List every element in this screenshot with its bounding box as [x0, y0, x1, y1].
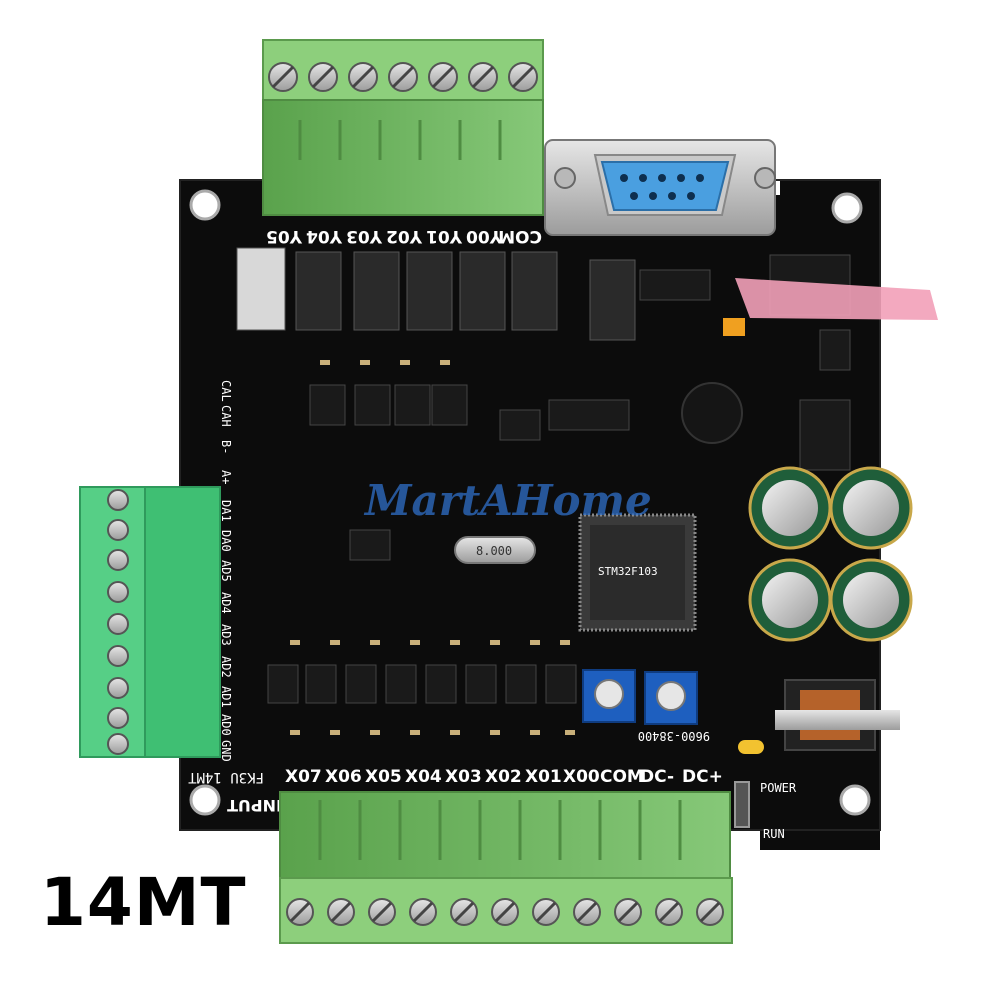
- input-terminal-block: [279, 791, 733, 944]
- trimpots: [582, 669, 698, 725]
- baud-label: 9600-38400: [638, 729, 710, 743]
- db9-serial-connector: [544, 139, 776, 236]
- input-label-dc-plus: DC+: [682, 767, 723, 787]
- analog-label-ad0: AD0: [219, 714, 233, 736]
- analog-label-ad5: AD5: [219, 560, 233, 582]
- analog-terminal-labels: CAL CAH B- A+ DA1 DA0 AD5 AD4 AD3 AD2 AD…: [219, 380, 233, 762]
- ic-chips: [267, 254, 851, 735]
- output-transistors: [236, 247, 636, 341]
- input-label-x00: X00: [563, 767, 600, 787]
- input-label-x02: X02: [485, 767, 522, 787]
- mcu-chip: STM32F103: [578, 513, 697, 632]
- model-label: FK3U 14MT: [188, 769, 264, 785]
- output-label-y05: Y05: [266, 226, 303, 246]
- output-label-com: COM: [498, 226, 542, 246]
- analog-label-da1: DA1: [219, 500, 233, 522]
- mcu-label: STM32F103: [598, 565, 658, 578]
- crystal: 8.000: [454, 536, 536, 564]
- power-label: POWER: [760, 781, 797, 795]
- output-label-y03: Y03: [346, 226, 383, 246]
- input-label-x05: X05: [365, 767, 402, 787]
- analog-screws: [107, 489, 129, 755]
- input-terminal-labels: X07 X06 X05 X04 X03 X02 X01 X00 COM DC- …: [285, 767, 723, 787]
- input-label-x04: X04: [405, 767, 442, 787]
- output-screws: [268, 62, 538, 92]
- input-label-dc-minus: DC-: [640, 767, 674, 787]
- power-inductor: [681, 382, 743, 444]
- input-label-x01: X01: [525, 767, 562, 787]
- output-label-y01: Y01: [426, 226, 463, 246]
- input-label-com: COM: [600, 767, 644, 787]
- run-switch: [734, 781, 750, 828]
- analog-label-gnd: GND: [219, 740, 233, 762]
- analog-label-cah: CAH: [219, 405, 233, 427]
- mounting-holes: [189, 189, 871, 816]
- redaction-sticker: [735, 278, 938, 320]
- analog-label-a: A+: [219, 470, 233, 484]
- analog-terminal-block: [79, 486, 221, 758]
- output-terminal-block: [262, 39, 544, 216]
- output-label-y00: Y00: [466, 226, 503, 246]
- analog-label-ad2: AD2: [219, 656, 233, 678]
- output-label-y02: Y02: [386, 226, 423, 246]
- common-mode-choke: [738, 679, 900, 754]
- analog-label-b: B-: [219, 440, 233, 454]
- model-caption: 14MT: [40, 864, 247, 941]
- input-label-x07: X07: [285, 767, 322, 787]
- output-label-y04: Y04: [306, 226, 343, 246]
- analog-label-ad1: AD1: [219, 686, 233, 708]
- run-label: RUN: [763, 827, 785, 841]
- analog-label-cal: CAL: [219, 380, 233, 402]
- watermark: MartAHome: [363, 476, 652, 525]
- analog-label-da0: DA0: [219, 530, 233, 552]
- input-screws: [286, 898, 724, 926]
- crystal-label: 8.000: [476, 544, 512, 558]
- output-terminal-labels: Y05 Y04 Y03 Y02 Y01 Y00 COM: [266, 226, 542, 246]
- input-label-x06: X06: [325, 767, 362, 787]
- analog-label-ad3: AD3: [219, 624, 233, 646]
- input-label-x03: X03: [445, 767, 482, 787]
- analog-label-ad4: AD4: [219, 592, 233, 614]
- input-label: INPUT: [227, 796, 282, 815]
- electrolytic-capacitors: [748, 466, 913, 642]
